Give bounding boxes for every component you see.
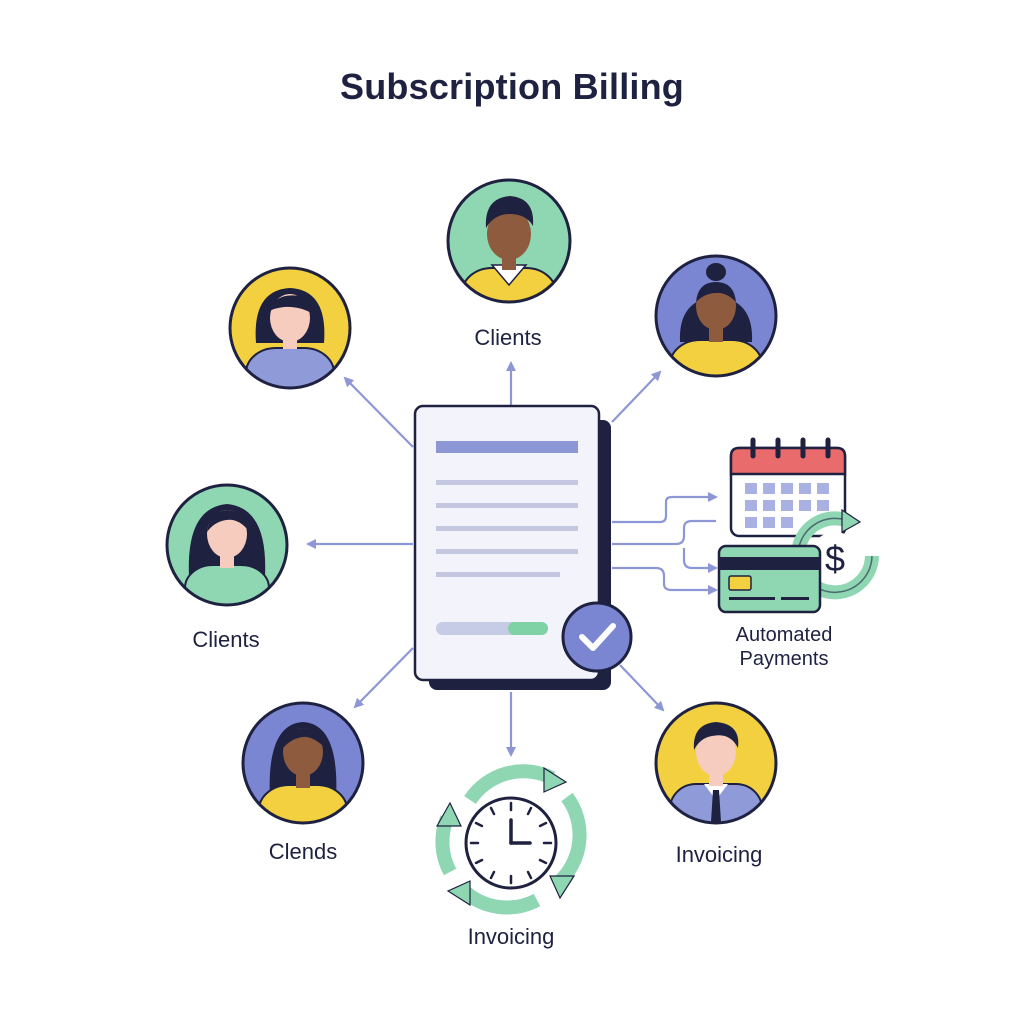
checkmark-badge-icon bbox=[561, 601, 633, 673]
automated-payments-label-line2: Payments bbox=[739, 648, 829, 670]
credit-card-icon bbox=[717, 544, 822, 614]
arrow-to-card-mid bbox=[682, 548, 718, 573]
clends-label: Clends bbox=[268, 839, 338, 864]
arrow-to-card-upper bbox=[612, 519, 716, 546]
document-text-line bbox=[436, 503, 578, 508]
arrow-to-bottom-left-client bbox=[353, 647, 414, 709]
calendar-icon bbox=[729, 437, 847, 538]
avatar-icon bbox=[654, 254, 778, 378]
invoicing-label-right: Invoicing bbox=[675, 842, 763, 867]
arrow-to-bottom-right-client bbox=[619, 664, 665, 712]
arrow-to-top-right-client bbox=[611, 370, 662, 423]
document-text-line bbox=[436, 549, 578, 554]
arrow-to-calendar bbox=[612, 492, 718, 524]
document-progress-fill bbox=[508, 622, 548, 635]
document-header-bar bbox=[436, 441, 578, 453]
invoicing-label-bottom: Invoicing bbox=[467, 924, 555, 949]
dollar-symbol: $ bbox=[825, 538, 845, 579]
connector-arrows bbox=[306, 361, 718, 757]
avatar-icon bbox=[654, 701, 778, 825]
avatar-icon bbox=[228, 266, 352, 390]
clock-cycle-icon bbox=[435, 764, 587, 915]
arrow-to-card-lower bbox=[612, 566, 718, 595]
avatar-icon bbox=[241, 701, 365, 825]
clients-label-left: Clients bbox=[192, 627, 260, 652]
document-text-line bbox=[436, 480, 578, 485]
avatar-icon bbox=[165, 483, 289, 607]
clients-label-top: Clients bbox=[474, 325, 542, 350]
document-text-line bbox=[436, 572, 560, 577]
avatar-icon bbox=[446, 178, 572, 304]
document-text-line bbox=[436, 526, 578, 531]
arrow-to-top-left-client bbox=[343, 376, 414, 448]
automated-payments-label-line1: Automated bbox=[735, 624, 833, 646]
page-title: Subscription Billing bbox=[340, 66, 684, 107]
